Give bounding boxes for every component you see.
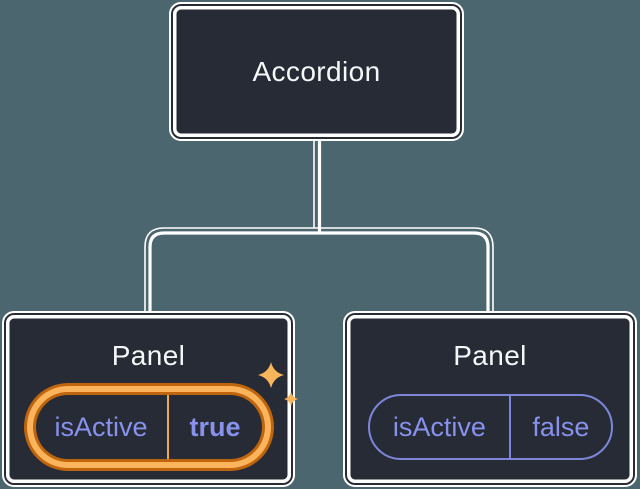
node-panel-inactive-label: Panel (453, 340, 527, 371)
node-panel-inactive: Panel isActive false (343, 311, 637, 487)
node-panel-active-label: Panel (111, 340, 186, 371)
connector-bracket (148, 231, 490, 313)
prop-value: false (509, 396, 610, 458)
sparkle-icon (257, 362, 298, 406)
node-panel-active: Panel isActive true (2, 311, 298, 487)
prop-name: isActive (392, 411, 486, 442)
node-accordion: Accordion (169, 2, 464, 141)
connector-echo-bracket (144, 227, 494, 313)
prop-pill-inactive: isActive false (367, 394, 613, 460)
prop-value: true (166, 395, 262, 459)
prop-pill-active: isActive true (35, 362, 298, 459)
prop-name: isActive (54, 411, 148, 442)
node-accordion-label: Accordion (252, 55, 381, 87)
